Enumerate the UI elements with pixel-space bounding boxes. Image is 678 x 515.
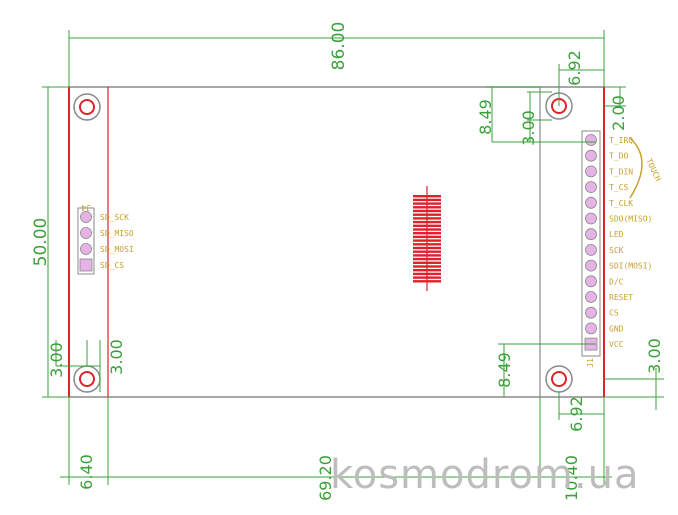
j4-pin-labels: SD_SCK SD_MISO SD_MOSI SD_CS bbox=[100, 213, 134, 270]
j1-pin-label: T_CS bbox=[609, 183, 628, 192]
mounting-hole-bottom-right bbox=[545, 365, 573, 393]
j1-pad bbox=[585, 291, 597, 303]
j1-pad bbox=[585, 212, 597, 225]
j1-pad bbox=[585, 228, 597, 241]
fpc-contact bbox=[413, 246, 441, 250]
dim-overall-height: 50.00 bbox=[31, 218, 51, 267]
j1-pad bbox=[585, 322, 597, 335]
j4-pad bbox=[80, 211, 92, 223]
j4-label: J4 bbox=[81, 203, 91, 212]
j1-pad bbox=[585, 149, 597, 162]
fpc-contact bbox=[413, 265, 441, 268]
fpc-contact bbox=[413, 254, 441, 257]
j1-pin-label: SDO(MISO) bbox=[609, 215, 652, 224]
dim-right-margin: 10.40 bbox=[562, 455, 581, 501]
j1-pin-label: T_CLK bbox=[609, 199, 633, 208]
fpc-contact bbox=[413, 217, 441, 220]
fpc-contact bbox=[413, 276, 441, 279]
j1-header-outline bbox=[581, 130, 601, 357]
j1-pad bbox=[585, 243, 597, 256]
dim-overall-width: 86.00 bbox=[329, 22, 349, 71]
j1-pad bbox=[585, 259, 597, 272]
j4-pad-square bbox=[79, 258, 93, 272]
fpc-contact bbox=[413, 206, 441, 209]
fpc-contact bbox=[413, 243, 441, 246]
fpc-contact bbox=[413, 202, 441, 205]
dim-right-offset-bottom: 6.92 bbox=[567, 396, 586, 432]
fpc-contact bbox=[413, 228, 441, 231]
dim-display-width: 69.20 bbox=[316, 455, 335, 501]
j1-pad bbox=[585, 165, 597, 178]
j1-pin-label: CS bbox=[609, 309, 619, 318]
dim-hole-left-dia-a: 3.00 bbox=[47, 342, 66, 378]
j4-pad bbox=[80, 227, 92, 239]
fpc-contact bbox=[413, 220, 441, 224]
j1-pin-label: RESET bbox=[609, 293, 633, 302]
dim-hole-left-dia-b: 3.00 bbox=[107, 339, 126, 375]
fpc-contact bbox=[413, 209, 441, 213]
j1-pin-label: VCC bbox=[609, 340, 624, 349]
j4-pad bbox=[80, 243, 92, 255]
j1-pad bbox=[585, 196, 597, 209]
fpc-contact bbox=[413, 232, 441, 235]
watermark: kosmodrom.ua bbox=[330, 452, 639, 498]
j1-pad bbox=[585, 134, 597, 146]
j1-pads bbox=[584, 134, 598, 351]
fpc-contact bbox=[413, 224, 441, 227]
fpc-contact bbox=[413, 239, 441, 242]
fpc-connector bbox=[413, 186, 441, 291]
j4-header-outline bbox=[77, 207, 95, 275]
touch-brace bbox=[629, 137, 643, 199]
fpc-contact bbox=[413, 272, 441, 276]
j1-pad bbox=[585, 181, 597, 194]
j1-pin-label: SCK bbox=[609, 246, 624, 255]
j1-pin-label: T_DO bbox=[609, 152, 628, 161]
fpc-contact bbox=[413, 250, 441, 253]
fpc-contact bbox=[413, 280, 441, 283]
dim-hole-dia-top-right: 3.00 bbox=[519, 110, 538, 146]
dim-hole-top-offset: 2.00 bbox=[609, 95, 628, 131]
touch-label: TOUCH bbox=[644, 157, 662, 183]
j1-pin-label: SDI(MOSI) bbox=[609, 262, 652, 271]
j1-pin-label: D/C bbox=[609, 277, 624, 286]
j1-pin-label: T_IRQ bbox=[609, 136, 633, 145]
j4-pads bbox=[79, 211, 93, 272]
j4-pin-label: SD_SCK bbox=[100, 213, 129, 222]
fpc-contact bbox=[413, 213, 441, 216]
j1-pin-labels: T_IRQ T_DO T_DIN T_CS T_CLK SDO(MISO) LED SCK SD… bbox=[609, 136, 652, 349]
j4-pin-label: SD_CS bbox=[100, 261, 124, 270]
dim-hole-right-vertical-bottom: 8.49 bbox=[495, 352, 514, 388]
j1-pin-label: T_DIN bbox=[609, 167, 633, 176]
j1-pin-label: GND bbox=[609, 324, 624, 333]
fpc-contact bbox=[413, 257, 441, 261]
dim-left-margin: 6.40 bbox=[77, 454, 96, 490]
dim-hole-right-vertical-top: 8.49 bbox=[476, 99, 495, 135]
fpc-contact bbox=[413, 235, 441, 239]
j4-pin-label: SD_MISO bbox=[100, 229, 134, 238]
dim-right-offset-top: 6.92 bbox=[565, 50, 584, 86]
j1-label: J1 bbox=[586, 358, 595, 368]
dimension-lines bbox=[42, 30, 664, 485]
dim-hole-right-bottom-dia: 3.00 bbox=[645, 338, 664, 374]
j4-pin-label: SD_MOSI bbox=[100, 245, 134, 254]
j1-pin-label: LED bbox=[609, 230, 624, 239]
fpc-contact bbox=[413, 261, 441, 264]
j1-pad bbox=[585, 275, 597, 288]
fpc-contact bbox=[413, 198, 441, 202]
j1-pad bbox=[585, 306, 597, 319]
fpc-contact bbox=[413, 269, 441, 272]
fpc-contact bbox=[413, 195, 441, 198]
mounting-hole-bottom-left bbox=[73, 365, 101, 393]
mounting-hole-top-left bbox=[73, 93, 101, 121]
